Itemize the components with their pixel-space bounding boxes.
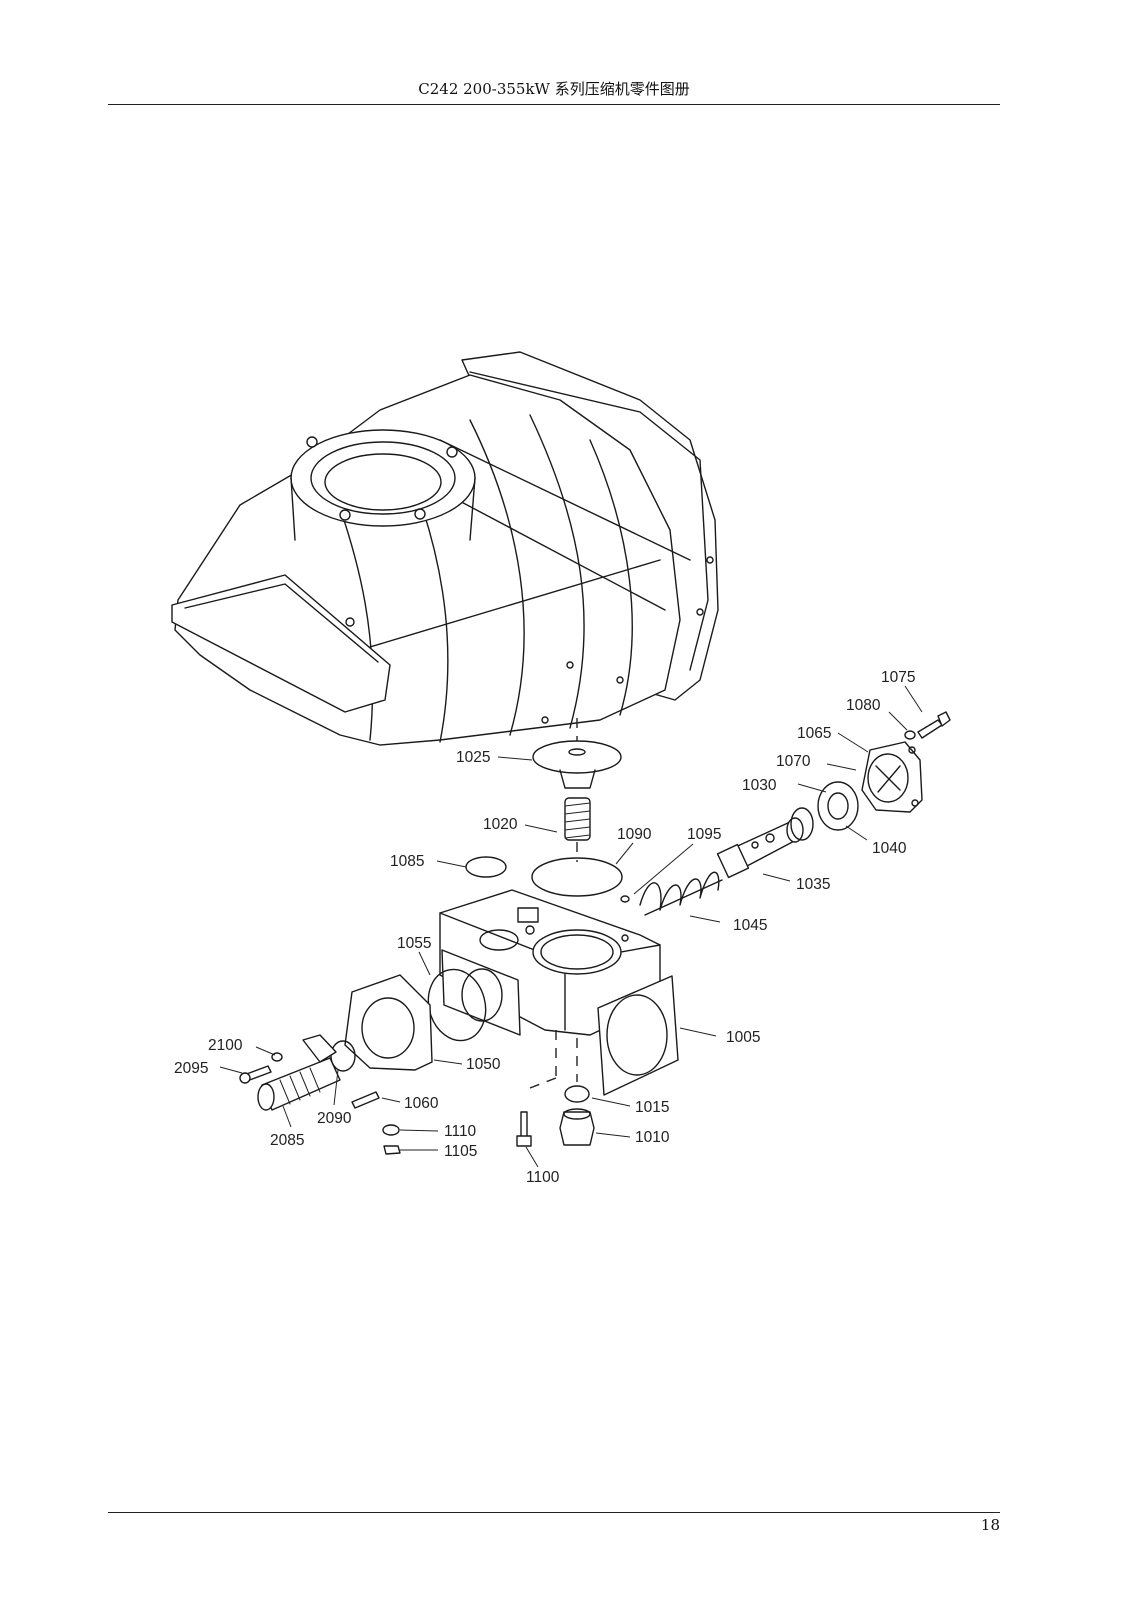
bushing-part bbox=[817, 781, 859, 831]
washer-2100 bbox=[271, 1052, 283, 1062]
callout-1025: 1025 bbox=[456, 749, 490, 766]
bolt-1075 bbox=[917, 711, 951, 739]
callout-1030: 1030 bbox=[742, 777, 777, 794]
callout-1005: 1005 bbox=[726, 1029, 760, 1046]
o-ring-small bbox=[465, 856, 507, 878]
callout-1085: 1085 bbox=[390, 853, 424, 870]
seal-ring-2090 bbox=[330, 1040, 356, 1072]
callout-1080: 1080 bbox=[846, 697, 881, 714]
nut-1105 bbox=[383, 1145, 401, 1155]
callout-1040: 1040 bbox=[872, 840, 907, 857]
cover-1050 bbox=[344, 974, 433, 1071]
spring-part-large bbox=[639, 871, 723, 916]
callout-1050: 1050 bbox=[466, 1056, 501, 1073]
bolt-1100 bbox=[516, 1111, 532, 1147]
valve-disc-part bbox=[532, 740, 622, 789]
callout-1065: 1065 bbox=[797, 725, 831, 742]
spring-part-small bbox=[564, 797, 591, 841]
o-ring-1030 bbox=[790, 807, 814, 841]
washer-1110 bbox=[382, 1124, 400, 1136]
callout-1110: 1110 bbox=[444, 1123, 477, 1140]
footer-divider bbox=[108, 1512, 1000, 1513]
screw-1060 bbox=[351, 1091, 380, 1109]
leader-lines bbox=[219, 685, 923, 1168]
washer-1080 bbox=[904, 730, 916, 740]
screw-2095 bbox=[239, 1065, 272, 1084]
callout-2100: 2100 bbox=[208, 1037, 243, 1054]
header-divider bbox=[108, 104, 1000, 105]
callout-1055: 1055 bbox=[397, 935, 431, 952]
compressor-housing bbox=[171, 351, 719, 746]
valve-block-part bbox=[439, 889, 679, 1096]
callout-2085: 2085 bbox=[270, 1132, 304, 1149]
o-ring-tiny bbox=[620, 895, 630, 903]
callout-2090: 2090 bbox=[317, 1110, 352, 1127]
callout-1075: 1075 bbox=[881, 669, 915, 686]
callout-1010: 1010 bbox=[635, 1129, 670, 1146]
centerline-lower-bend bbox=[529, 1077, 557, 1089]
callout-1060: 1060 bbox=[404, 1095, 439, 1112]
callout-1045: 1045 bbox=[733, 917, 767, 934]
callout-1100: 1100 bbox=[526, 1169, 560, 1186]
piston-part bbox=[716, 817, 804, 879]
callout-2095: 2095 bbox=[174, 1060, 208, 1077]
callout-1070: 1070 bbox=[776, 753, 811, 770]
shaft-2085 bbox=[257, 1034, 341, 1111]
page-header-title: C242 200-355kW 系列压缩机零件图册 bbox=[418, 80, 690, 98]
callout-1015: 1015 bbox=[635, 1099, 669, 1116]
callout-1105: 1105 bbox=[444, 1143, 477, 1160]
end-cover-part bbox=[861, 741, 923, 813]
plug-1010 bbox=[559, 1108, 595, 1146]
callout-1020: 1020 bbox=[483, 816, 518, 833]
page-number: 18 bbox=[980, 1516, 1000, 1534]
callout-1095: 1095 bbox=[687, 826, 721, 843]
gasket-ring-large bbox=[531, 857, 623, 897]
o-ring-1015 bbox=[564, 1085, 590, 1103]
callout-1090: 1090 bbox=[617, 826, 652, 843]
callout-1035: 1035 bbox=[796, 876, 830, 893]
